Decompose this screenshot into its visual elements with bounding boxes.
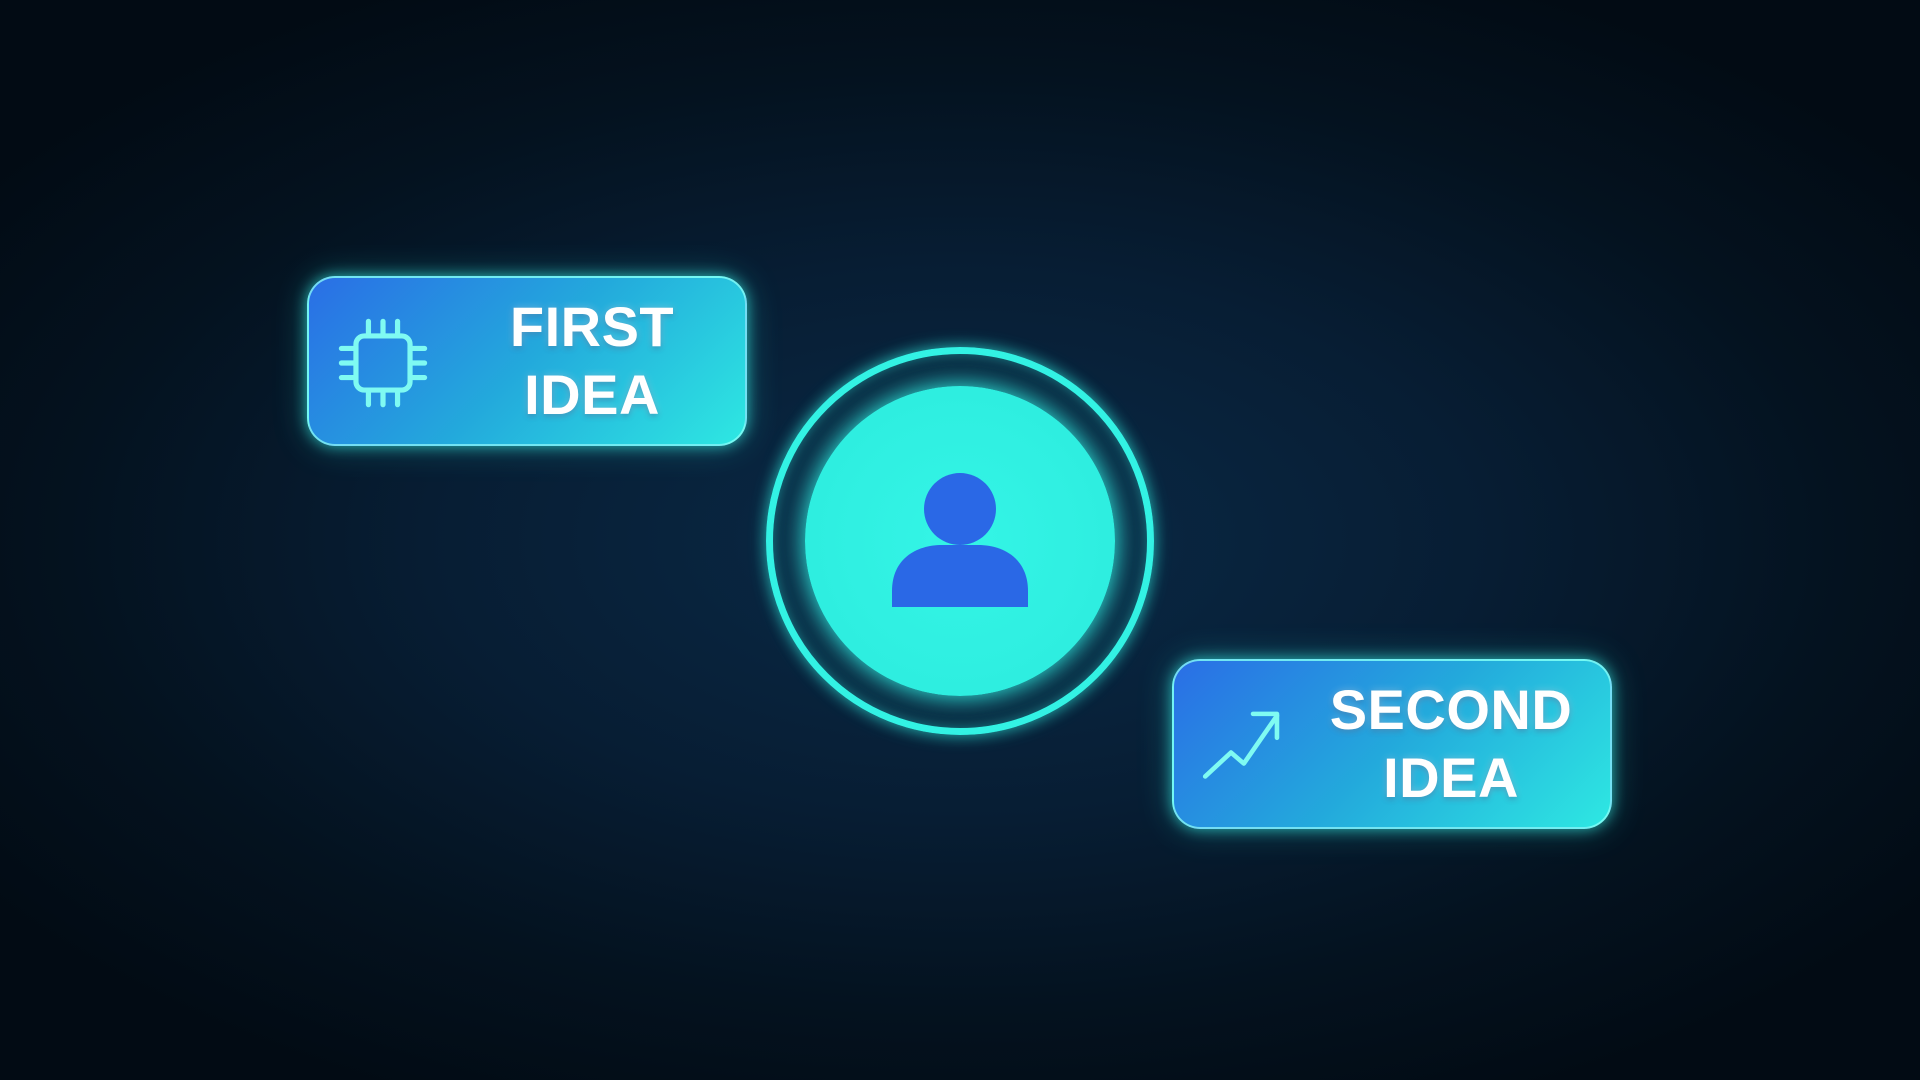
second-idea-card[interactable]: SECOND IDEA — [1172, 659, 1612, 829]
second-idea-title: SECOND IDEA — [1302, 661, 1600, 827]
avatar-outer-ring — [766, 347, 1154, 735]
cpu-chip-icon — [338, 318, 428, 408]
first-idea-card[interactable]: FIRST IDEA — [307, 276, 747, 446]
trending-up-arrow-icon — [1202, 711, 1280, 779]
second-idea-line1: SECOND — [1329, 678, 1573, 741]
avatar[interactable] — [805, 386, 1115, 696]
first-idea-line1: FIRST — [509, 295, 675, 358]
user-avatar-icon — [892, 473, 1028, 607]
second-idea-line2: IDEA — [1383, 746, 1519, 809]
first-idea-line2: IDEA — [524, 363, 660, 426]
first-idea-title: FIRST IDEA — [459, 278, 725, 444]
